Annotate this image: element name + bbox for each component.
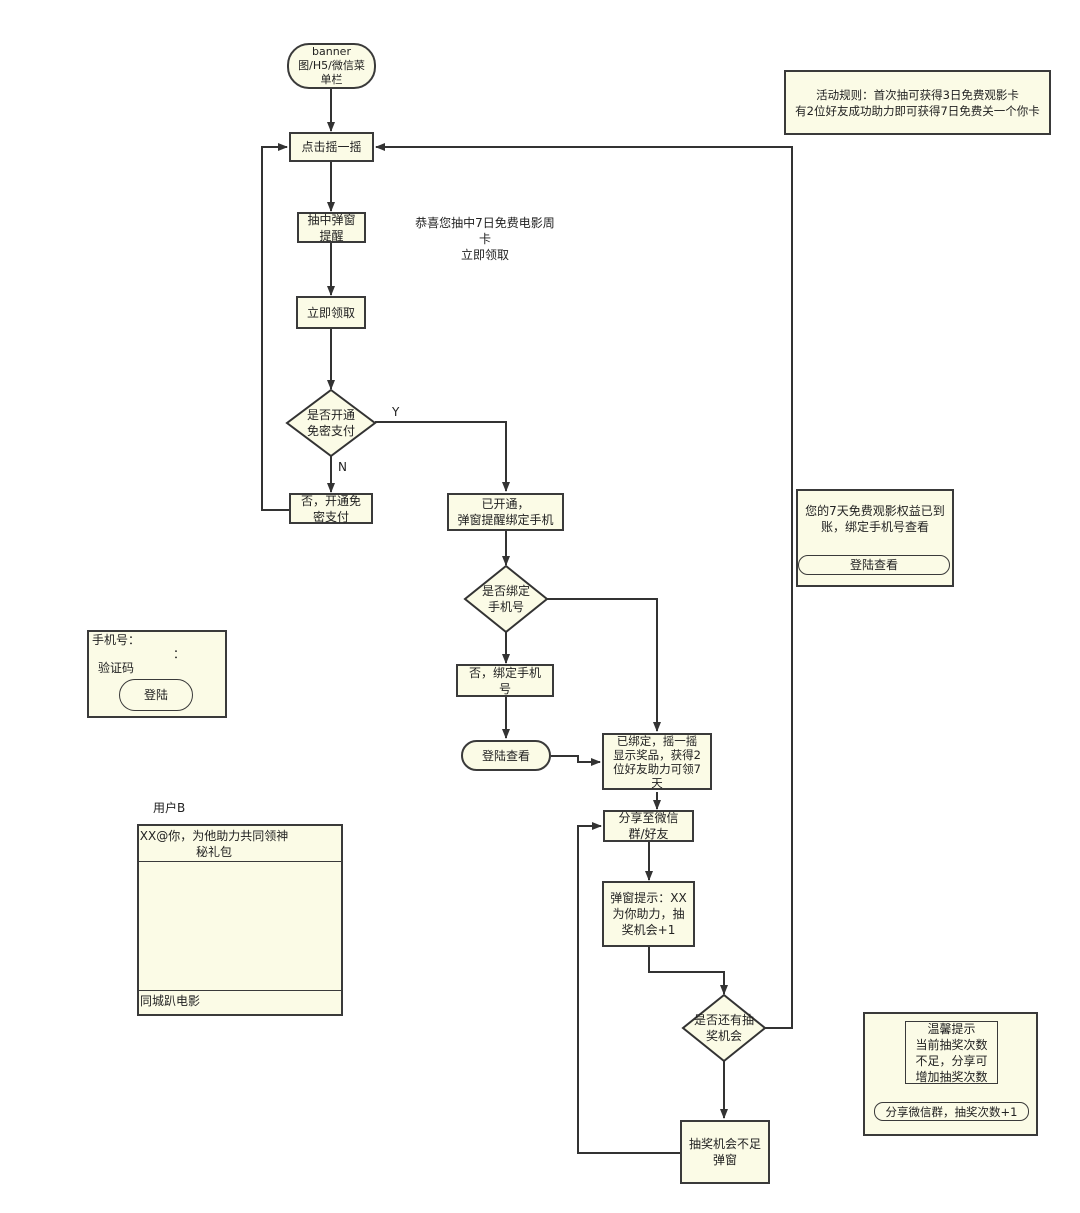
user-b-footer: 同城趴电影 bbox=[140, 994, 201, 1008]
benefit-login-button[interactable]: 登陆查看 bbox=[798, 555, 950, 575]
arrow-nochance-to-share bbox=[577, 822, 680, 1154]
node-opened: 已开通， 弹窗提醒绑定手机 bbox=[447, 493, 564, 531]
node-no-chance: 抽奖机会不足 弹窗 bbox=[680, 1120, 770, 1184]
node-no-pay: 否，开通免 密支付 bbox=[289, 493, 373, 524]
node-login-view: 登陆查看 bbox=[461, 740, 551, 771]
phone-label: 手机号： bbox=[92, 633, 141, 647]
arrow-login-to-bound bbox=[551, 755, 601, 766]
decision-chance-diamond bbox=[681, 993, 767, 1063]
arrow-decision-yes bbox=[375, 421, 510, 492]
benefit-panel-text: 您的7天免费观影权益已到 账，绑定手机号查看 bbox=[805, 504, 945, 534]
user-b-divider-top bbox=[139, 861, 341, 862]
decision-pay-label: 是否开通 免密支付 bbox=[306, 408, 355, 438]
node-no-phone: 否，绑定手机 号 bbox=[456, 664, 554, 697]
user-b-invite-text: XX@你，为他助力共同领神 秘礼包 bbox=[139, 829, 289, 859]
decision-pay-diamond bbox=[285, 388, 377, 458]
node-claim-now: 立即领取 bbox=[296, 296, 366, 329]
user-b-panel: XX@你，为他助力共同领神 秘礼包 同城趴电影 bbox=[137, 824, 343, 1016]
login-button[interactable]: 登陆 bbox=[119, 679, 193, 711]
login-panel: 手机号： ： 验证码 登陆 bbox=[87, 630, 227, 718]
verification-code-label: 验证码 bbox=[98, 661, 135, 675]
node-help-popup: 弹窗提示：XX 为你助力，抽 奖机会+1 bbox=[602, 881, 695, 947]
user-b-label: 用户B bbox=[153, 801, 186, 815]
arrow-phone-bound bbox=[547, 598, 661, 732]
edge-label-yes: Y bbox=[392, 405, 400, 419]
node-share: 分享至微信 群/好友 bbox=[603, 810, 694, 842]
start-node-banner: banner 图/H5/微信菜 单栏 bbox=[287, 43, 376, 89]
arrow-nopay-back-to-shake bbox=[261, 143, 289, 511]
arrow-help-to-chance bbox=[648, 947, 728, 995]
decision-phone-diamond bbox=[463, 564, 549, 634]
annotation-congrats: 恭喜您抽中7日免费电影周卡 立即领取 bbox=[415, 216, 555, 262]
edge-label-no: N bbox=[338, 460, 347, 474]
tip-text: 温馨提示 当前抽奖次数 不足，分享可 增加抽奖次数 bbox=[905, 1021, 998, 1084]
tip-panel: 温馨提示 当前抽奖次数 不足，分享可 增加抽奖次数 分享微信群，抽奖次数+1 bbox=[863, 1012, 1038, 1136]
decision-phone-label: 是否绑定 手机号 bbox=[481, 584, 530, 614]
node-popup-reminder: 抽中弹窗 提醒 bbox=[297, 212, 366, 243]
benefit-panel: 您的7天免费观影权益已到 账，绑定手机号查看 登陆查看 bbox=[796, 489, 954, 587]
arrow-chance-back-to-shake bbox=[375, 143, 793, 1029]
activity-rules-box: 活动规则：首次抽可获得3日免费观影卡 有2位好友成功助力即可获得7日免费关一个你… bbox=[784, 70, 1051, 135]
node-shake: 点击摇一摇 bbox=[289, 132, 374, 162]
node-bound: 已绑定，摇一摇 显示奖品，获得2 位好友助力可领7 天 bbox=[602, 733, 712, 790]
phone-colon: ： bbox=[173, 647, 186, 661]
decision-chance-label: 是否还有抽 奖机会 bbox=[693, 1013, 754, 1043]
share-group-button[interactable]: 分享微信群，抽奖次数+1 bbox=[874, 1102, 1029, 1121]
user-b-divider-bottom bbox=[139, 990, 341, 991]
